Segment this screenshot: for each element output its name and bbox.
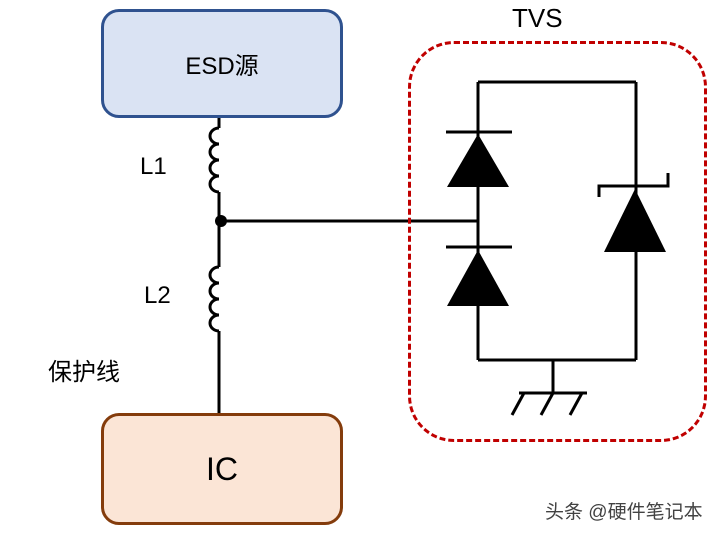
- ground-hatch-1: [510, 392, 526, 416]
- diode-top-triangle: [447, 134, 509, 187]
- ic-label: IC: [206, 450, 238, 487]
- diode-bottom-triangle: [447, 250, 509, 306]
- inductor-l2-label: L2: [144, 282, 171, 309]
- zener-cathode: [597, 173, 670, 197]
- ic-box: IC: [101, 413, 343, 525]
- ground-hatch-2: [539, 392, 555, 416]
- esd-source-label: ESD源: [185, 53, 259, 80]
- zener-triangle: [604, 189, 666, 252]
- watermark: 头条 @硬件笔记本: [545, 502, 703, 523]
- protection-line-label: 保护线: [48, 359, 120, 386]
- tvs-label: TVS: [512, 3, 563, 33]
- inductor-l1-label: L1: [140, 153, 167, 180]
- tvs-boundary: [408, 41, 707, 442]
- junction-dot: [215, 215, 227, 227]
- esd-source-box: ESD源: [101, 9, 343, 118]
- ground-hatch-3: [568, 392, 584, 416]
- inductor-l1: [208, 126, 220, 194]
- inductor-l2: [208, 265, 220, 333]
